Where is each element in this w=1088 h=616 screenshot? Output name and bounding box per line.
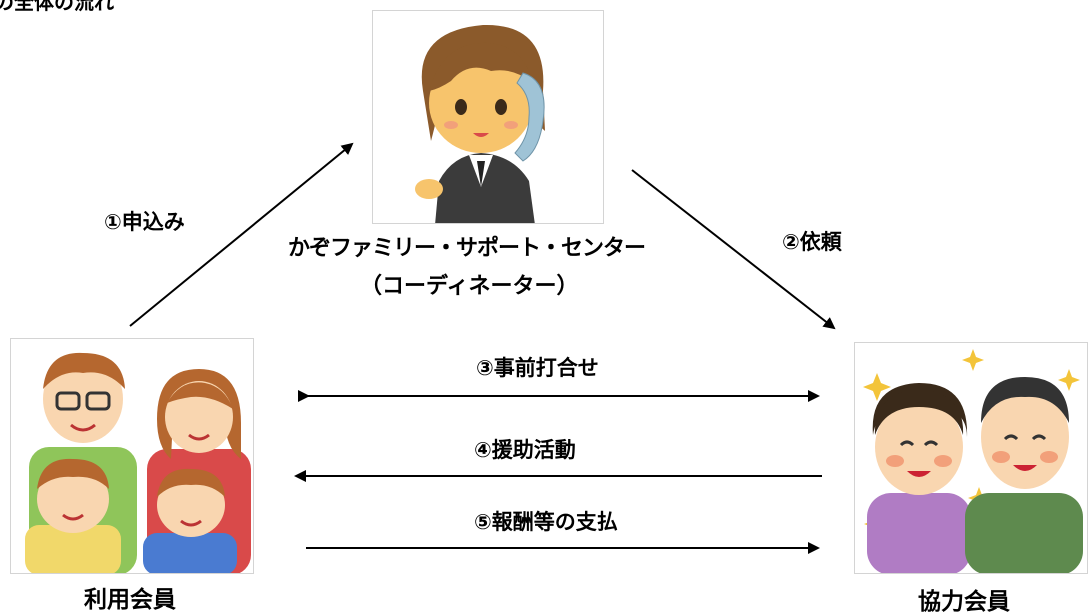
step-apply-label: ①申込み [104,210,185,234]
coordinator-role: （コーディネーター） [360,274,579,299]
coordinator-name: かぞファミリー・サポート・センター [288,236,646,261]
arrow-apply [129,142,354,327]
step-request-label: ②依頼 [782,230,842,254]
helper-member-illustration [854,342,1088,574]
arrow-request [631,169,836,330]
family-icon [25,352,251,573]
user-member-illustration [10,338,254,574]
user-member-label: 利用会員 [84,587,176,613]
header-fragment: の全体の流れ [0,0,114,14]
step-support-label: ④援助活動 [474,438,576,462]
elderly-couple-icon [863,349,1083,573]
operator-woman-icon [415,24,545,223]
step-meeting-label: ③事前打合せ [476,356,599,380]
coordinator-illustration [372,10,604,224]
step-payment-label: ⑤報酬等の支払 [474,510,618,534]
